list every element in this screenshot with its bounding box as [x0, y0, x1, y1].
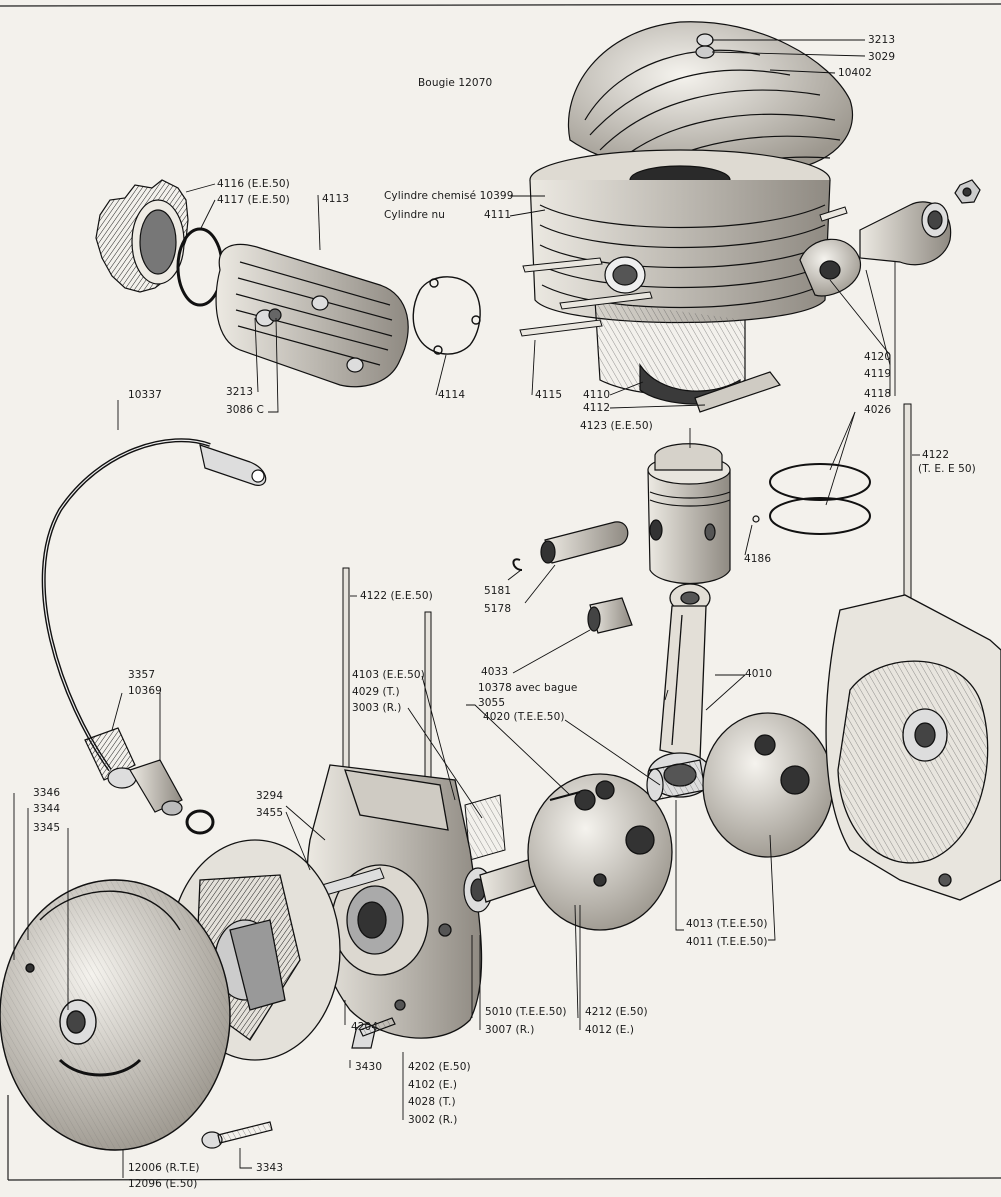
small-clip [752, 515, 760, 523]
crankcase-gasket [464, 794, 506, 861]
label-4186: 4186 [744, 553, 772, 565]
label-4118: 4118 [864, 388, 892, 400]
needle-cage [587, 597, 633, 634]
label-5010: 5010 (T.E.E.50) [485, 1006, 567, 1018]
label-5178: 5178 [484, 603, 512, 615]
crank-left [479, 773, 673, 931]
stator-plate [169, 839, 341, 1061]
label-12006: 12006 (R.T.E) [128, 1162, 200, 1174]
piston-rings [769, 463, 871, 535]
label-3430: 3430 [355, 1061, 383, 1073]
label-3055: 3055 [478, 697, 506, 709]
label-4103: 4103 (E.E.50) [352, 669, 425, 681]
earth-cable [41, 438, 267, 772]
label-3346: 3346 [33, 787, 61, 799]
label-4202: 4202 (E.50) [408, 1061, 471, 1073]
label-4212: 4212 (E.50) [585, 1006, 648, 1018]
label-4112: 4112 [583, 402, 611, 414]
label-4113: 4113 [322, 193, 350, 205]
label-4013: 4013 (T.E.E.50) [686, 918, 768, 930]
crankcase-left [306, 764, 483, 1039]
label-4117: 4117 (E.E.50) [217, 194, 290, 206]
label-cylindre-chemise: Cylindre chemisé 10399 [384, 190, 514, 202]
ht-connector [84, 727, 215, 835]
label-3344: 3344 [33, 803, 61, 815]
label-4122-mid: 4122 (E.E.50) [360, 590, 433, 602]
label-10369: 10369 [128, 685, 162, 697]
label-4204: 4204 [351, 1021, 379, 1033]
label-10337: 10337 [128, 389, 162, 401]
label-3357: 3357 [128, 669, 156, 681]
piston [647, 443, 731, 584]
label-4029: 4029 (T.) [352, 686, 400, 698]
label-3086c: 3086 C [226, 404, 264, 416]
label-4033: 4033 [481, 666, 509, 678]
label-4020: 4020 (T.E.E.50) [483, 711, 565, 723]
gasket [412, 276, 481, 355]
label-4111: 4111 [484, 209, 512, 221]
label-bougie: Bougie 12070 [418, 77, 493, 89]
label-4102: 4102 (E.) [408, 1079, 458, 1091]
label-3294: 3294 [256, 790, 284, 802]
flywheel [0, 879, 231, 1151]
label-4026: 4026 [864, 404, 892, 416]
label-10402: 10402 [838, 67, 872, 79]
label-10378: 10378 avec bague [478, 682, 578, 694]
cylinder [529, 149, 831, 413]
kick-gear [95, 179, 189, 293]
label-3455: 3455 [256, 807, 284, 819]
label-3213-top: 3213 [868, 34, 896, 46]
label-3213-side: 3213 [226, 386, 254, 398]
label-cylindre-nu: Cylindre nu [384, 209, 445, 221]
circlip [512, 558, 523, 571]
label-4012: 4012 (E.) [585, 1024, 635, 1036]
label-3345: 3345 [33, 822, 61, 834]
label-4028: 4028 (T.) [408, 1096, 456, 1108]
label-4119: 4119 [864, 368, 892, 380]
gudgeon-pin [540, 521, 629, 564]
bolts [201, 1017, 396, 1149]
label-4114: 4114 [438, 389, 466, 401]
label-3343: 3343 [256, 1162, 284, 1174]
label-4122-right: 4122 [922, 449, 950, 461]
label-3002: 3002 (R.) [408, 1114, 458, 1126]
label-5181: 5181 [484, 585, 512, 597]
label-3003: 3003 (R.) [352, 702, 402, 714]
clutch-cover [215, 243, 409, 388]
label-4122-right-sub: (T. E. E 50) [918, 463, 976, 475]
label-12096: 12096 (E.50) [128, 1178, 198, 1190]
cylinder-studs [519, 206, 848, 337]
kick-gear-ring [176, 227, 224, 307]
plate-borders [0, 3, 1001, 1181]
label-4011: 4011 (T.E.E.50) [686, 936, 768, 948]
label-3029: 3029 [868, 51, 896, 63]
label-4120: 4120 [864, 351, 892, 363]
label-3007: 3007 (R.) [485, 1024, 535, 1036]
leader-lines [13, 39, 920, 1178]
label-4110: 4110 [583, 389, 611, 401]
crankcase-right [825, 594, 1001, 901]
label-4010: 4010 [745, 668, 773, 680]
exhaust-flange [799, 179, 981, 297]
label-4116: 4116 (E.E.50) [217, 178, 290, 190]
label-4115: 4115 [535, 389, 563, 401]
label-4123: 4123 (E.E.50) [580, 420, 653, 432]
